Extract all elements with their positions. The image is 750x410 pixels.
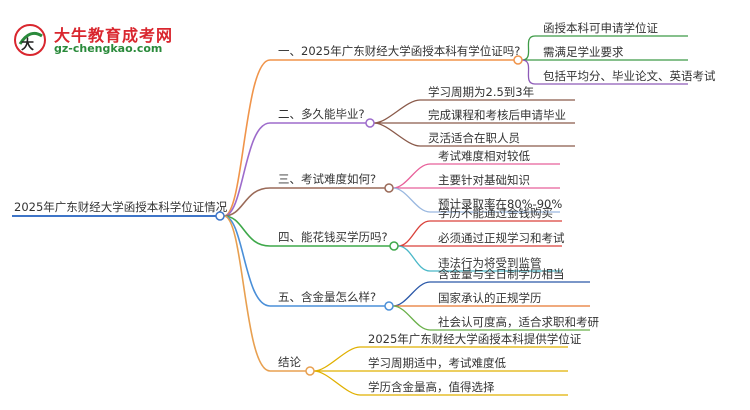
leaf-connector [373, 122, 421, 147]
branch-connector [223, 215, 271, 247]
branch-connector [223, 122, 271, 217]
leaf-connector [521, 59, 536, 85]
branch-node [384, 301, 394, 311]
branch-label: 结论 [278, 355, 301, 369]
logo-url: gz-chengkao.com [54, 42, 163, 55]
branch-label: 五、含金量怎么样? [278, 290, 376, 304]
svg-text:大: 大 [21, 37, 34, 53]
branch-connector [223, 215, 271, 307]
edges-layer [12, 35, 688, 396]
branch-node [384, 183, 394, 193]
logo-title: 大牛教育成考网 [54, 26, 174, 45]
leaf-label: 完成课程和考核后申请毕业 [428, 108, 566, 122]
leaf-label: 社会认可度高，适合求职和考研 [438, 315, 599, 329]
leaf-label: 学历不能通过金钱购买 [438, 206, 553, 220]
branch-label: 四、能花钱买学历吗? [278, 230, 388, 244]
leaf-label: 违法行为将受到监管 [438, 256, 542, 270]
logo-mark-icon: 大 [14, 24, 46, 56]
leaf-label: 需满足学业要求 [543, 45, 624, 59]
branch-label: 一、2025年广东财经大学函授本科有学位证吗? [278, 44, 520, 58]
leaf-connector [397, 245, 431, 272]
leaf-label: 包括平均分、毕业论文、英语考试 [543, 69, 716, 83]
leaf-label: 学习周期为2.5到3年 [428, 85, 534, 99]
leaf-label: 预计录取率在80%-90% [438, 197, 562, 211]
root-node [215, 211, 225, 221]
branch-node [389, 241, 399, 251]
leaf-label: 考试难度相对较低 [438, 149, 530, 163]
leaf-label: 学历含金量高，值得选择 [368, 380, 495, 394]
leaf-label: 2025年广东财经大学函授本科提供学位证 [368, 332, 582, 346]
branch-node [305, 366, 315, 376]
branch-node [365, 118, 375, 128]
leaf-connector [313, 346, 361, 372]
leaf-connector [392, 305, 431, 331]
branch-label: 三、考试难度如何? [278, 172, 376, 186]
leaf-connector [392, 187, 431, 213]
leaf-label: 学习周期适中，考试难度低 [368, 356, 506, 370]
leaf-label: 必须通过正规学习和考试 [438, 231, 565, 245]
leaf-connector [313, 370, 361, 396]
branch-connector [223, 187, 271, 217]
leaf-label: 函授本科可申请学位证 [543, 21, 658, 35]
leaf-connector [392, 163, 431, 189]
leaf-label: 灵活适合在职人员 [428, 131, 520, 145]
branch-connector [223, 215, 271, 372]
leaf-connector [521, 35, 536, 61]
nodes-layer: 2025年广东财经大学函授本科学位证情况 一、2025年广东财经大学函授本科有学位… [14, 21, 716, 394]
leaf-label: 国家承认的正规学历 [438, 291, 542, 305]
branch-connector [223, 59, 271, 217]
leaf-connector [392, 281, 431, 307]
leaf-label: 主要针对基础知识 [438, 173, 530, 187]
leaf-connector [397, 220, 431, 247]
branch-node [513, 55, 523, 65]
leaf-connector [373, 99, 421, 124]
leaf-label: 含金量与全日制学历相当 [438, 267, 565, 281]
root-label: 2025年广东财经大学函授本科学位证情况 [14, 200, 228, 214]
site-logo: 大 大牛教育成考网 gz-chengkao.com [12, 22, 172, 58]
branch-label: 二、多久能毕业? [278, 107, 365, 121]
